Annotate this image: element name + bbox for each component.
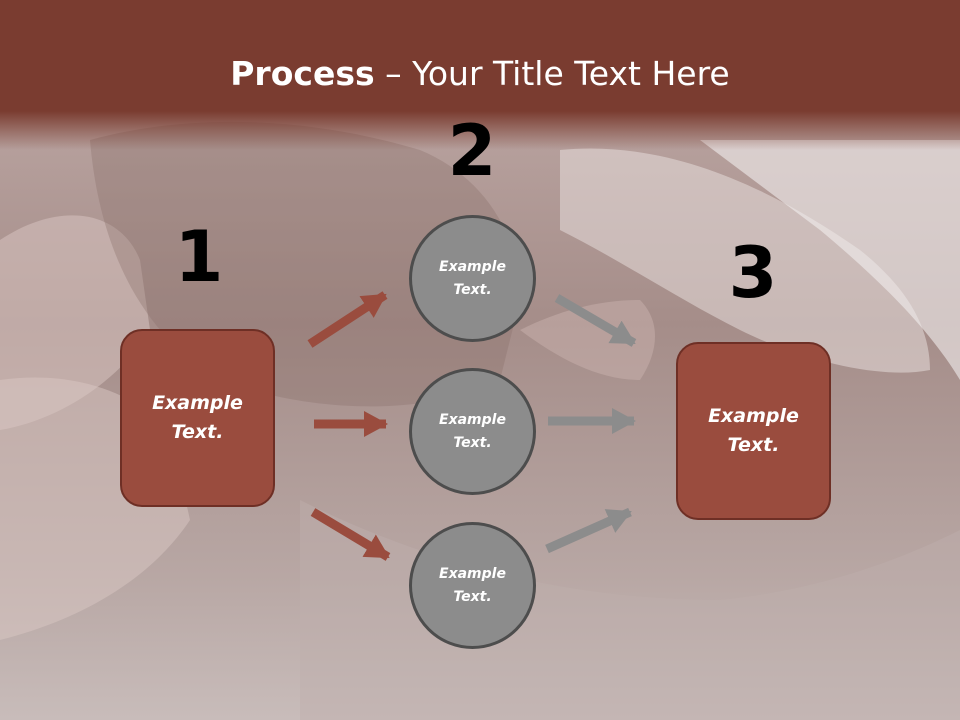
circle-mid-line1: Example [439, 411, 506, 428]
title-bar [0, 0, 960, 150]
circle-bottom-line2: Text. [453, 588, 492, 605]
circle-middle[interactable]: Example Text. [409, 368, 536, 495]
circle-top-line2: Text. [453, 281, 492, 298]
circle-top[interactable]: Example Text. [409, 215, 536, 342]
arrow-left-to-top [307, 291, 388, 348]
arrow-left-to-bottom [310, 508, 391, 561]
left-box-line1: Example [152, 392, 243, 414]
right-box-line1: Example [708, 405, 799, 427]
circle-bottom-line1: Example [439, 565, 506, 582]
circle-top-line1: Example [439, 258, 506, 275]
right-box-line2: Text. [727, 434, 780, 456]
arrow-top-to-right [554, 294, 637, 347]
step-number-3: 3 [728, 232, 778, 314]
arrow-bottom-to-right [545, 507, 632, 554]
left-box-line2: Text. [171, 421, 224, 443]
step-number-1: 1 [174, 216, 224, 298]
title-bold: Process [230, 54, 375, 93]
step-number-2: 2 [447, 110, 497, 192]
right-process-box[interactable]: Example Text. [676, 342, 831, 520]
slide-title: Process – Your Title Text Here [0, 52, 960, 96]
title-rest: – Your Title Text Here [374, 54, 730, 93]
left-process-box[interactable]: Example Text. [120, 329, 275, 507]
circle-bottom[interactable]: Example Text. [409, 522, 536, 649]
circle-mid-line2: Text. [453, 434, 492, 451]
